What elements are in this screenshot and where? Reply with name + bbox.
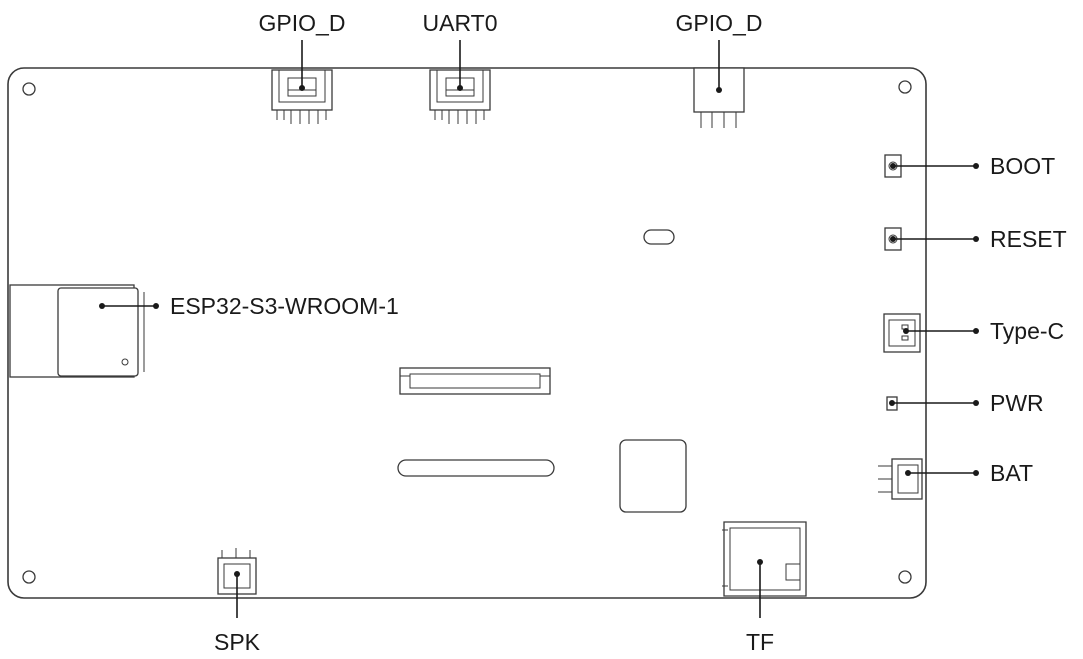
leader-bat [905, 470, 979, 476]
long-slot [397, 459, 555, 477]
leader-pwr [889, 400, 979, 406]
label-pwr: PWR [990, 390, 1044, 416]
oval-marker [643, 229, 675, 245]
label-reset: RESET [990, 226, 1067, 252]
label-gpio-d-left: GPIO_D [259, 10, 346, 36]
bat-connector [878, 458, 923, 500]
label-tf: TF [746, 629, 774, 655]
label-gpio-d-right: GPIO_D [676, 10, 763, 36]
label-spk: SPK [214, 629, 261, 655]
mounting-hole-bottom-right [898, 570, 912, 584]
pcb-outline [7, 67, 927, 599]
label-esp32: ESP32-S3-WROOM-1 [170, 293, 399, 319]
tf-card-slot [722, 521, 807, 597]
leader-tf [757, 559, 763, 618]
leader-spk [234, 571, 240, 618]
leader-gpio-d-left [299, 40, 305, 91]
esp32-module [9, 284, 145, 378]
leader-gpio-d-right [716, 40, 722, 93]
leader-reset [890, 236, 979, 242]
mounting-hole-top-right [898, 80, 912, 94]
type-c-connector [883, 313, 921, 353]
label-uart0: UART0 [423, 10, 498, 36]
label-bat: BAT [990, 460, 1033, 486]
label-type-c: Type-C [990, 318, 1064, 344]
leader-boot [890, 163, 979, 169]
mounting-hole-bottom-left [22, 570, 36, 584]
fpc-connector [399, 367, 551, 395]
leader-type-c [903, 328, 979, 334]
mounting-hole-top-left [22, 82, 36, 96]
leader-uart0 [457, 40, 463, 91]
leader-esp32 [99, 303, 159, 309]
label-boot: BOOT [990, 153, 1055, 179]
square-chip [619, 439, 687, 513]
